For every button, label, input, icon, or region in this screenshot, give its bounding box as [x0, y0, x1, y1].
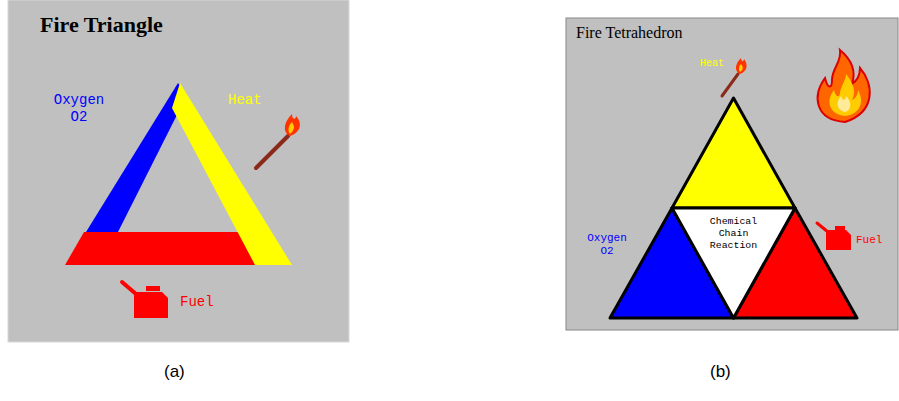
subfigure-caption: (a) [164, 362, 185, 382]
panel-title: Fire Triangle [40, 12, 163, 38]
panel-ground [566, 18, 898, 330]
fuel-band [65, 232, 262, 265]
heat-label: Heat [228, 92, 262, 108]
heat-band [172, 83, 292, 265]
flame-icon [818, 50, 870, 122]
node-text: Chemical Chain Reaction [697, 216, 771, 252]
heat-label: Heat [700, 58, 724, 69]
panel-ground [8, 0, 349, 342]
subfigure-caption: (b) [710, 362, 731, 382]
fuel-can-icon [122, 282, 168, 318]
fuel-can-icon [817, 223, 851, 250]
fuel-label: Fuel [180, 294, 214, 310]
panel-title: Fire Tetrahedron [576, 24, 683, 42]
match-icon [722, 58, 747, 96]
heat-face [672, 98, 795, 208]
chain-reaction-triangle: Chemical Chain Reaction [672, 208, 795, 318]
oxygen-label: Oxygen O2 [48, 92, 110, 126]
oxygen-label: Oxygen O2 [580, 232, 634, 258]
fuel-label: Fuel [856, 234, 882, 246]
match-icon [256, 114, 300, 168]
